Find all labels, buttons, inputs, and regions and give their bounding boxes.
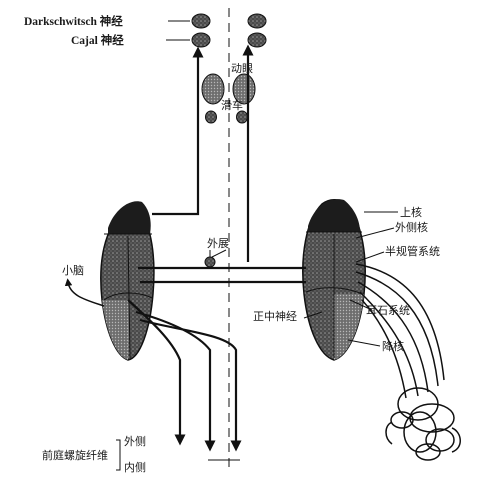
darkschewitsch-nucleus-right: [247, 13, 267, 29]
leader-otolith: [349, 299, 373, 311]
cajal-nucleus-left: [191, 32, 211, 48]
leader-medial: [303, 311, 323, 319]
label-superior-nucleus: 上核: [400, 205, 422, 219]
afferent-5: [361, 299, 407, 399]
label-cajal: Cajal 神经: [71, 33, 124, 47]
label-trochlear: 滑车: [221, 98, 243, 112]
darkschewitsch-nucleus-left: [191, 13, 211, 29]
label-medial: 内侧: [124, 460, 146, 474]
leader-abducens: [211, 249, 227, 258]
leader-inferior: [347, 339, 381, 347]
label-lateral: 外侧: [124, 435, 146, 448]
label-medial-nucleus: 正中神经: [253, 309, 297, 323]
label-bracket: [116, 439, 121, 471]
afferent-4: [359, 291, 419, 397]
label-cerebellum: 小脑: [62, 264, 84, 277]
label-abducens: 外展: [207, 237, 229, 250]
abducens-nucleus: [204, 256, 216, 268]
right-vestibular-nuclei: [302, 199, 366, 361]
label-semicircular-canal-system: 半规管系统: [385, 244, 440, 258]
label-darkschewitsch: Darkschwitsch 神经: [24, 14, 123, 28]
labyrinth: [385, 387, 461, 461]
oculomotor-nucleus-left: [201, 73, 225, 105]
afferent-1: [355, 263, 445, 381]
afferent-2: [355, 271, 439, 387]
lateral-vestibulospinal-tract: [127, 299, 186, 446]
cerebellum-arrow: [64, 278, 105, 307]
label-otolith-system: 耳石系统: [366, 304, 410, 317]
oculomotor-nucleus-right: [232, 73, 256, 105]
leader-semicircular: [355, 251, 385, 263]
cajal-nucleus-right: [247, 32, 267, 48]
ascending-tract-left: [152, 46, 204, 216]
label-lateral-nucleus: 外侧核: [395, 220, 428, 234]
leader-lateral: [355, 227, 395, 239]
label-oculomotor: 动眼: [231, 62, 253, 75]
trochlear-nucleus-left: [205, 110, 217, 124]
trochlear-nucleus-right: [236, 110, 248, 124]
medial-vestibulospinal-tract-right: [139, 318, 242, 452]
label-vestibulospinal-tract: 前庭螺旋纤维: [42, 448, 108, 462]
label-inferior-nucleus: 降核: [382, 339, 404, 353]
left-vestibular-nuclei: [100, 201, 155, 361]
afferent-3: [357, 281, 429, 393]
